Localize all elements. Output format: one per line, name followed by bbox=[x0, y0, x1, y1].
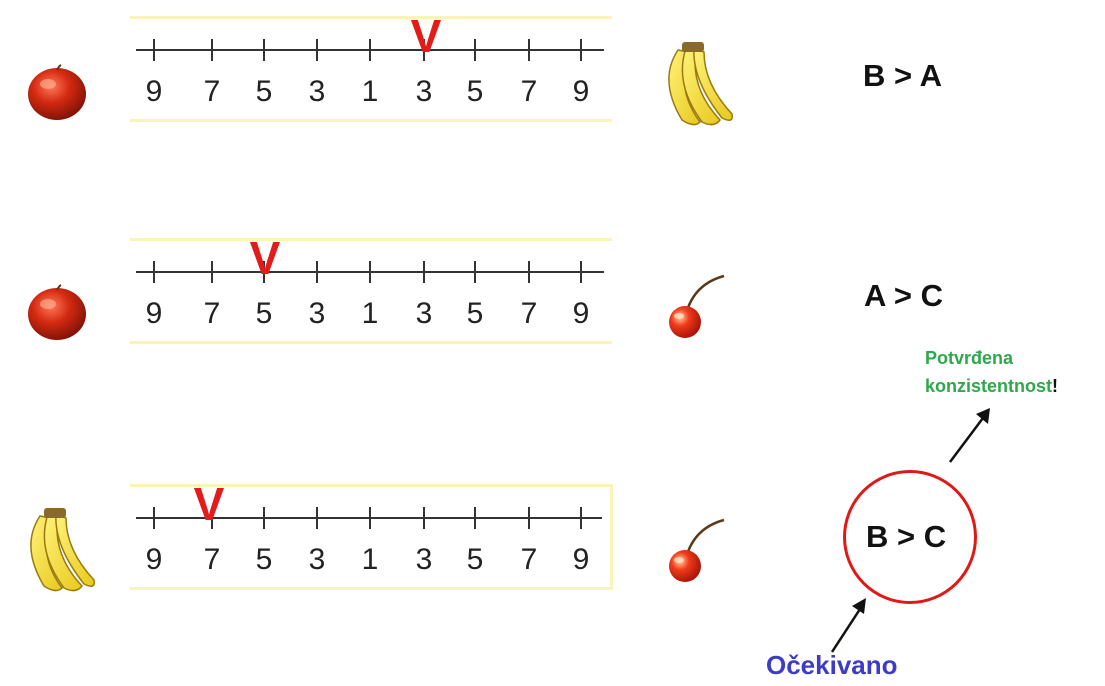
relation-label: A > C bbox=[864, 278, 943, 314]
scale-tick bbox=[316, 507, 318, 529]
banana-icon bbox=[648, 40, 738, 130]
scale-tick bbox=[153, 39, 155, 61]
scale-tick bbox=[423, 261, 425, 283]
scale-number: 5 bbox=[249, 297, 279, 331]
scale-tick bbox=[153, 507, 155, 529]
scale-tick bbox=[580, 261, 582, 283]
scale-number: 9 bbox=[566, 297, 596, 331]
scale-number: 3 bbox=[302, 543, 332, 577]
scale-tick bbox=[580, 507, 582, 529]
scale-tick bbox=[153, 261, 155, 283]
scale-number: 1 bbox=[355, 543, 385, 577]
scale-number: 3 bbox=[302, 75, 332, 109]
relation-label: B > A bbox=[863, 58, 942, 94]
scale-tick bbox=[474, 507, 476, 529]
scale-tick bbox=[369, 507, 371, 529]
scale-number: 3 bbox=[409, 297, 439, 331]
scale-mark: V bbox=[245, 235, 285, 281]
scale-number: 3 bbox=[409, 75, 439, 109]
arrow-icon bbox=[940, 400, 1000, 470]
scale-tick bbox=[211, 39, 213, 61]
scale-tick bbox=[580, 39, 582, 61]
scale-tick bbox=[316, 39, 318, 61]
scale-tick bbox=[528, 39, 530, 61]
scale-tick bbox=[528, 507, 530, 529]
scale-tick bbox=[263, 39, 265, 61]
scale-number: 3 bbox=[409, 543, 439, 577]
scale-number: 5 bbox=[460, 75, 490, 109]
scale-tick bbox=[211, 261, 213, 283]
scale-number: 5 bbox=[249, 543, 279, 577]
scale-tick bbox=[316, 261, 318, 283]
consistency-note: Potvrđena konzistentnost! bbox=[925, 344, 1058, 400]
scale-mark: V bbox=[406, 13, 446, 59]
scale-number: 1 bbox=[355, 75, 385, 109]
scale-number: 9 bbox=[566, 543, 596, 577]
scale-number: 7 bbox=[197, 543, 227, 577]
note-line-2: konzistentnost! bbox=[925, 372, 1058, 400]
scale-tick bbox=[369, 261, 371, 283]
apple-icon bbox=[26, 282, 88, 342]
expected-note: Očekivano bbox=[766, 650, 898, 681]
scale-number: 3 bbox=[302, 297, 332, 331]
scale-number: 9 bbox=[139, 297, 169, 331]
scale-number: 9 bbox=[139, 543, 169, 577]
cherry-icon bbox=[664, 514, 734, 586]
scale-number: 7 bbox=[514, 75, 544, 109]
scale-tick bbox=[474, 39, 476, 61]
highlight-circle bbox=[843, 470, 977, 604]
scale-number: 5 bbox=[460, 543, 490, 577]
scale-number: 5 bbox=[249, 75, 279, 109]
banana-icon bbox=[10, 506, 100, 596]
apple-icon bbox=[26, 62, 88, 122]
scale-number: 7 bbox=[197, 297, 227, 331]
scale-number: 7 bbox=[514, 543, 544, 577]
scale-number: 5 bbox=[460, 297, 490, 331]
scale-number: 7 bbox=[197, 75, 227, 109]
scale-number: 7 bbox=[514, 297, 544, 331]
scale-tick bbox=[369, 39, 371, 61]
scale-tick bbox=[423, 507, 425, 529]
cherry-icon bbox=[664, 270, 734, 342]
scale-tick bbox=[474, 261, 476, 283]
scale-number: 9 bbox=[566, 75, 596, 109]
scale-tick bbox=[528, 261, 530, 283]
scale-number: 9 bbox=[139, 75, 169, 109]
scale-tick bbox=[263, 507, 265, 529]
note-line-1: Potvrđena bbox=[925, 344, 1058, 372]
scale-number: 1 bbox=[355, 297, 385, 331]
scale-mark: V bbox=[189, 481, 229, 527]
exclamation-mark: ! bbox=[1052, 376, 1058, 396]
